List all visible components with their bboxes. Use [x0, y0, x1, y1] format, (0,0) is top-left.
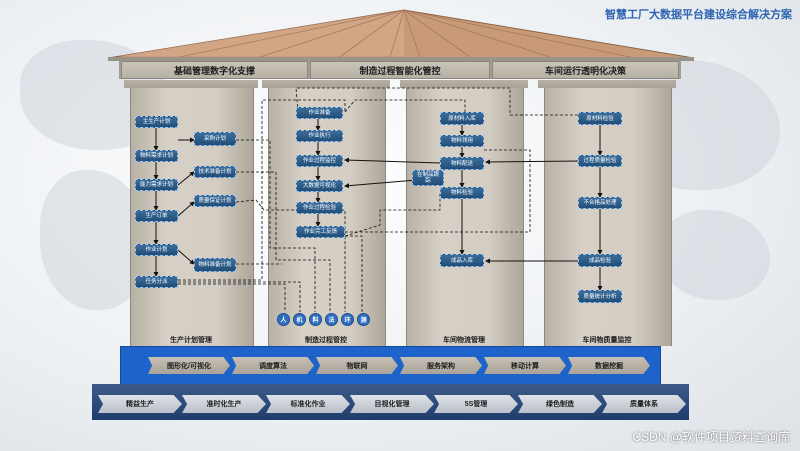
factor-circle-man: 人 [277, 313, 290, 326]
tech-scheduling-algorithm: 调度算法 [232, 357, 314, 374]
node-production-order[interactable]: 生产订单 [135, 210, 178, 222]
beam-title-3: 车间运行透明化决策 [492, 61, 679, 79]
node-task-dispatch[interactable]: 任务分派 [135, 276, 178, 288]
factor-circle-machine: 机 [293, 313, 306, 326]
tech-visualization: 图形化/可视化 [148, 357, 230, 374]
mgmt-jit-production: 准时化生产 [182, 395, 266, 413]
node-material-prep-plan[interactable]: 物料准备计划 [194, 258, 236, 272]
node-quality-statistics[interactable]: 质量统计分析 [578, 290, 622, 303]
node-quality-assurance-plan[interactable]: 质量保证计划 [194, 195, 236, 207]
factor-circle-environment: 环 [341, 313, 354, 326]
mgmt-5s: 5S管理 [434, 395, 518, 413]
node-finished-product-check[interactable]: 成品检验 [578, 254, 622, 267]
column-capital [124, 80, 258, 88]
node-process-monitoring[interactable]: 作业过程监控 [296, 155, 343, 167]
node-material-requisition[interactable]: 物料领用 [440, 135, 484, 147]
column-capital [538, 80, 676, 88]
mgmt-green-manufacturing: 绿色制造 [518, 395, 602, 413]
node-procurement-plan[interactable]: 采购计划 [194, 132, 236, 146]
column-quality [544, 88, 672, 346]
beam-title-1: 基础管理数字化支撑 [121, 61, 308, 79]
node-operation-execution[interactable]: 作业执行 [296, 130, 343, 142]
mgmt-lean-production: 精益生产 [98, 395, 182, 413]
watermark: CSDN @软件项目资料查询库 [632, 430, 790, 444]
column-capital [400, 80, 528, 88]
mgmt-quality-system: 质量体系 [602, 395, 686, 413]
tech-service-architecture: 服务架构 [400, 357, 482, 374]
node-main-production-plan[interactable]: 主生产计划 [135, 116, 178, 128]
column-capital [262, 80, 390, 88]
column-label-3: 车间物流管理 [443, 337, 485, 344]
factor-circle-measurement: 测 [357, 313, 370, 326]
mgmt-visual-management: 目视化管理 [350, 395, 434, 413]
node-tech-prep-plan[interactable]: 技术准备计划 [194, 166, 236, 178]
node-material-delivery[interactable]: 物料配送 [440, 157, 484, 170]
factor-circle-material: 料 [309, 313, 322, 326]
roof-pediment [107, 9, 695, 61]
node-raw-material-inbound[interactable]: 原材料入库 [440, 112, 484, 125]
node-material-inspection[interactable]: 物料检验 [440, 187, 484, 199]
tech-iot: 物联网 [316, 357, 398, 374]
column-label-2: 制造过程管控 [305, 337, 347, 344]
column-logistics [406, 88, 524, 346]
column-label-1: 生产计划管理 [170, 337, 212, 344]
node-process-quality-check[interactable]: 过程质量检验 [578, 155, 622, 167]
node-capacity-requirement-plan[interactable]: 能力需求计划 [135, 179, 178, 191]
node-wip-tracking[interactable]: 在制品跟踪 [412, 170, 444, 186]
mgmt-standard-work: 标准化作业 [266, 395, 350, 413]
node-raw-material-check[interactable]: 原材料检验 [578, 112, 622, 125]
node-process-inspection[interactable]: 作业过程检验 [296, 202, 343, 214]
node-completion-feedback[interactable]: 作业完工反馈 [296, 226, 345, 238]
tech-mobile-computing: 移动计算 [484, 357, 566, 374]
factor-circle-method: 法 [325, 313, 338, 326]
node-big-data-visualization[interactable]: 大数据可视化 [296, 180, 343, 192]
node-operation-plan[interactable]: 作业计划 [135, 244, 178, 256]
node-product-inbound[interactable]: 成品入库 [440, 254, 484, 267]
node-operation-prep[interactable]: 作业准备 [296, 107, 343, 119]
node-material-requirement-plan[interactable]: 物料需求计划 [135, 150, 178, 162]
column-label-4: 车间物质量监控 [582, 337, 632, 344]
tech-data-mining: 数据挖掘 [568, 357, 650, 374]
page-title: 智慧工厂大数据平台建设综合解决方案 [605, 9, 792, 21]
node-nonconforming-handling[interactable]: 不合格品处理 [578, 197, 622, 209]
world-map-shape [660, 210, 770, 300]
beam-title-2: 制造过程智能化管控 [310, 61, 490, 79]
